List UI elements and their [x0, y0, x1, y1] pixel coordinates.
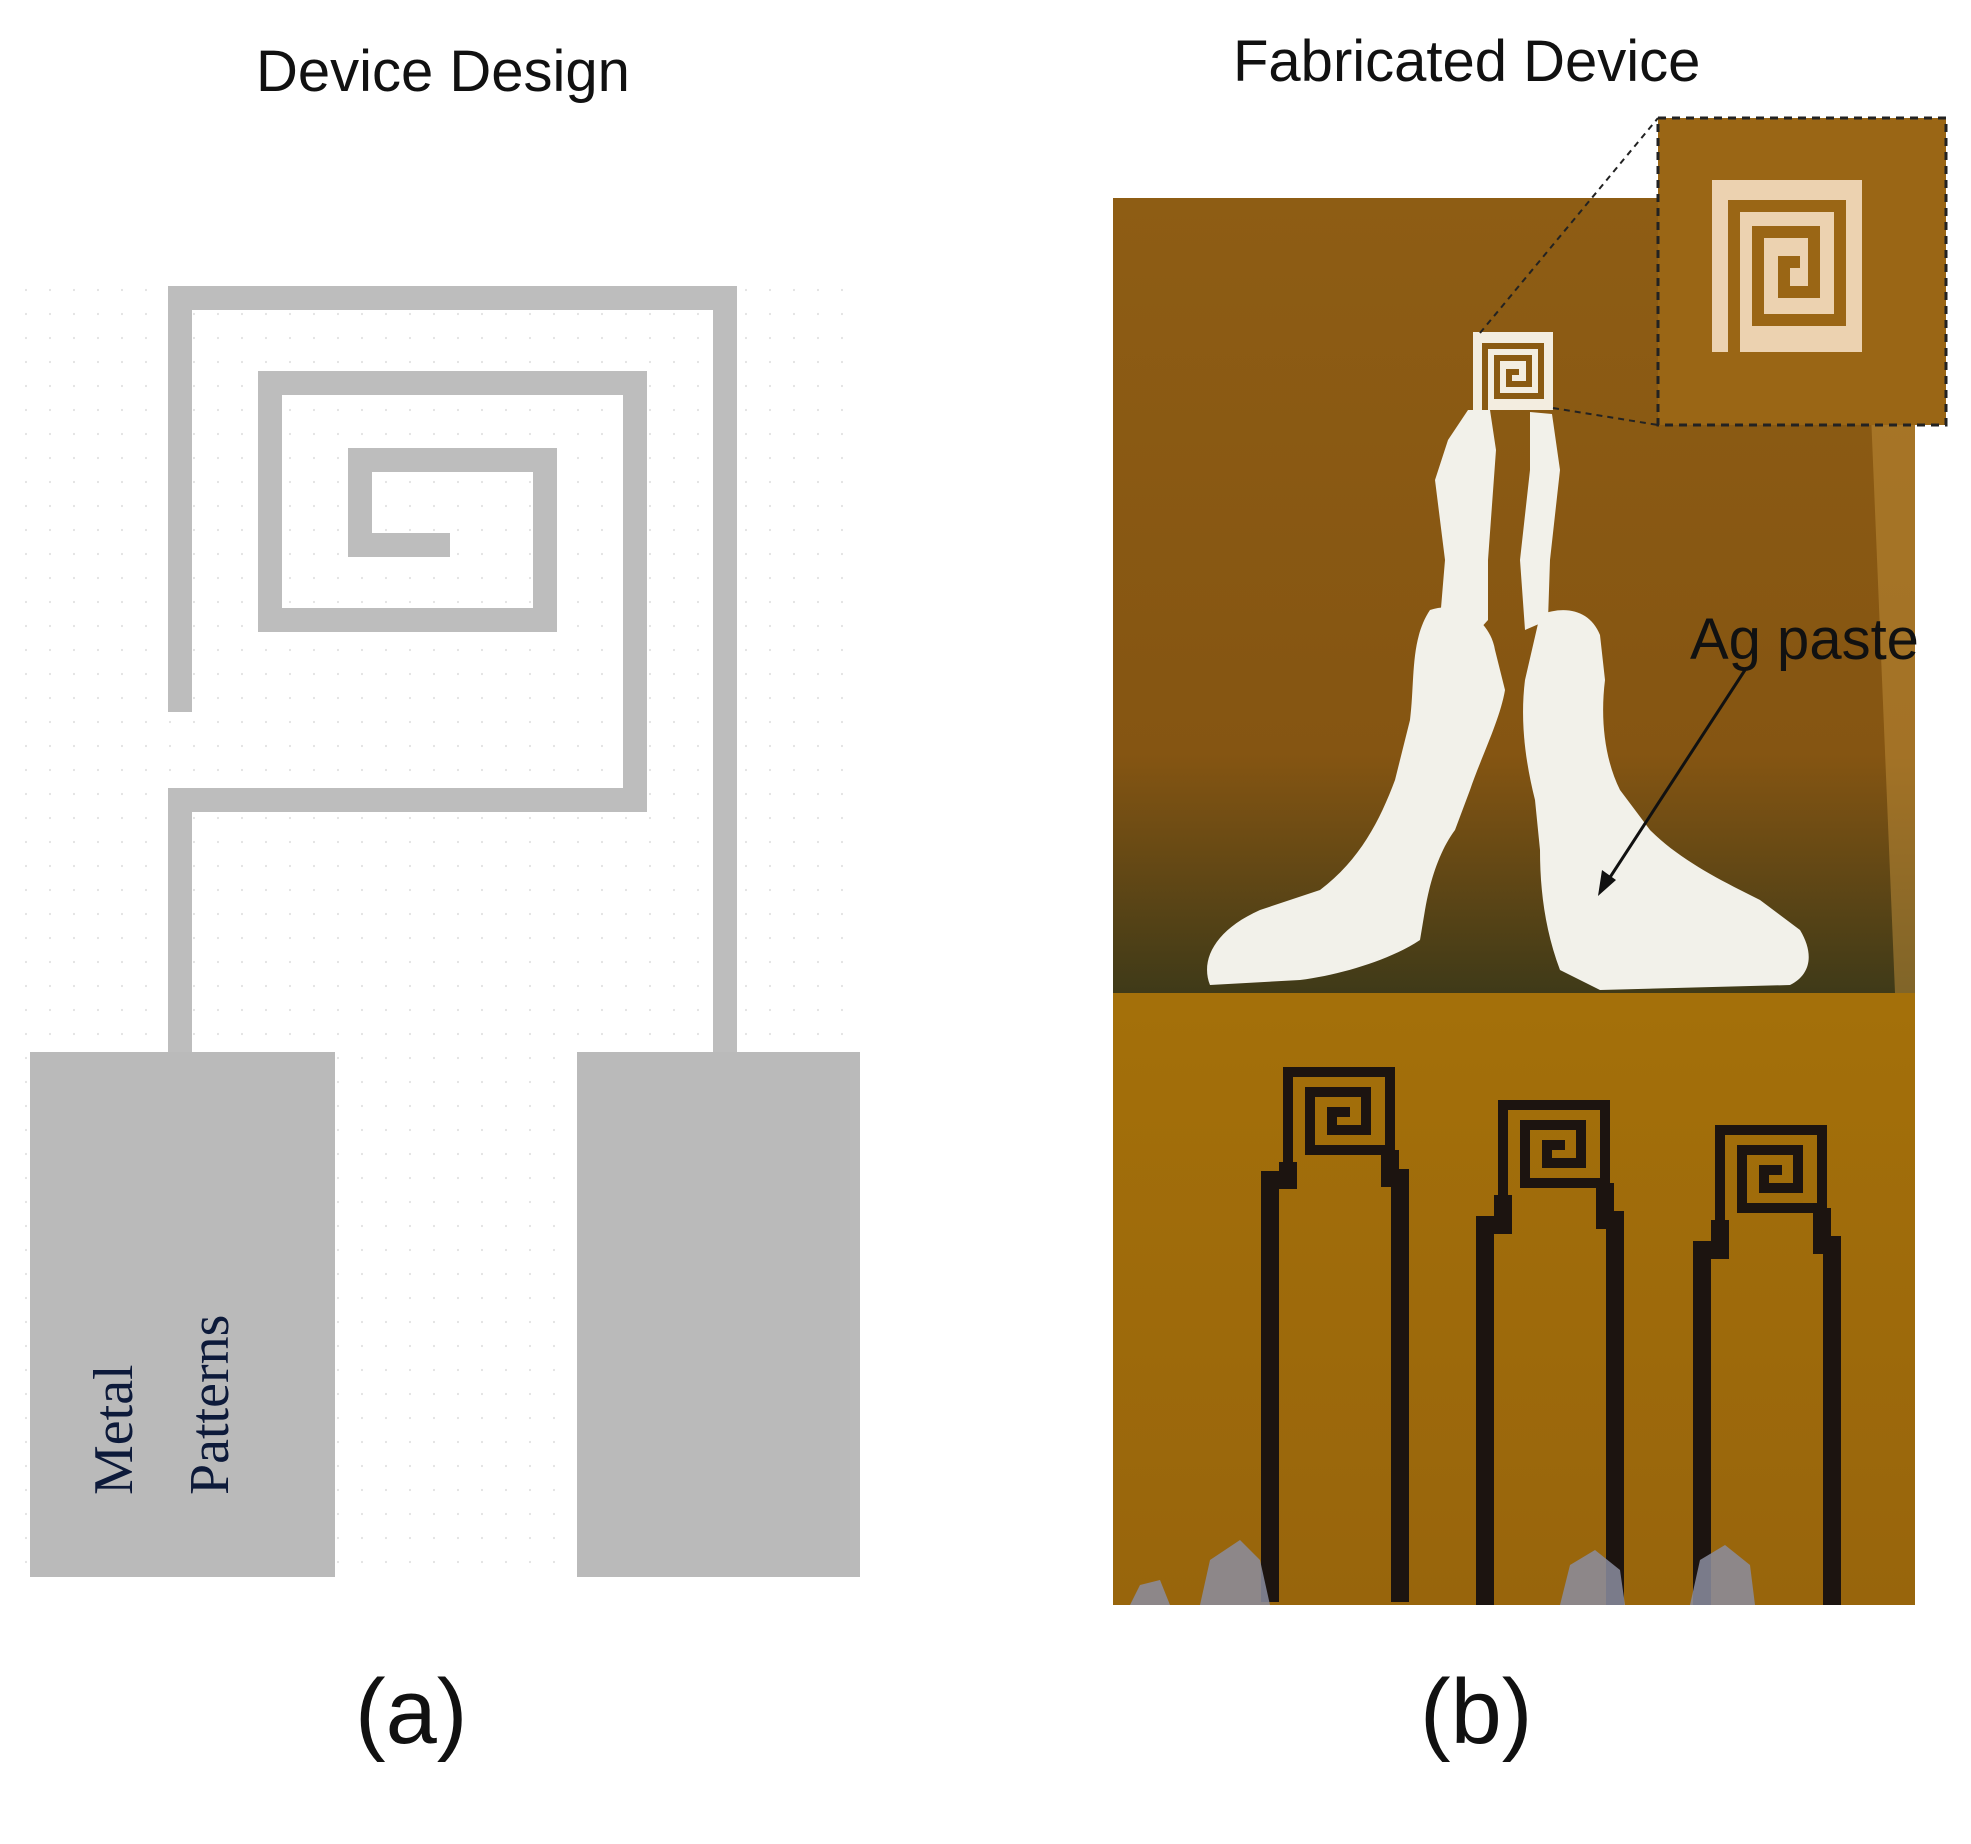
ag-paste-right-blob [1523, 610, 1809, 990]
ag-paste-left-blob [1207, 607, 1505, 985]
contact-pad-left [30, 1052, 335, 1577]
printed-sensor-3 [1693, 1125, 1841, 1605]
substrate-edge-highlight [1870, 380, 1915, 993]
panel-b-title: Fabricated Device [1233, 29, 1701, 94]
inset-pointer-line-bottom [1552, 407, 1659, 426]
panel-a-caption: (a) [355, 1661, 468, 1763]
spiral-trace [168, 371, 647, 1052]
printed-sensor-2 [1476, 1100, 1624, 1605]
small-sensor-spiral [1473, 332, 1553, 410]
lower-photo-substrate [1113, 993, 1915, 1605]
ag-paste-arrow-head [1598, 870, 1616, 896]
ag-paste-left-lead [1435, 410, 1496, 640]
fabricated-device-photo [1113, 116, 1948, 1605]
ag-paste-arrow-line [1603, 669, 1747, 886]
device-design-diagram [10, 270, 860, 1580]
panel-b-caption: (b) [1420, 1661, 1533, 1763]
panel-a-title: Device Design [256, 39, 630, 104]
probe-clips [1130, 1540, 1755, 1605]
printed-sensor-1 [1261, 1067, 1409, 1602]
ag-paste-annotation: Ag paste [1690, 607, 1919, 672]
ag-paste-right-lead [1520, 412, 1560, 630]
outer-return-trace [168, 286, 737, 1052]
inset-zoom [1656, 116, 1948, 427]
inset-pointer-line-top [1479, 117, 1659, 334]
contact-pad-right [577, 1052, 860, 1577]
